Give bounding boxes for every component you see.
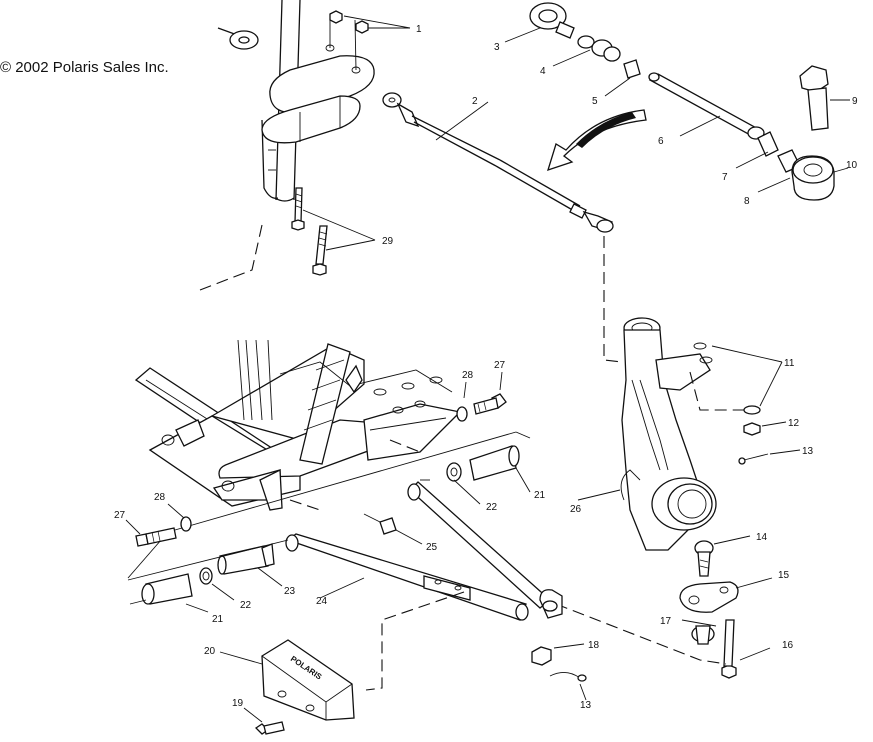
callout-27-right: 27 — [494, 360, 506, 371]
ball-joint-parts — [555, 535, 773, 679]
callout-8: 8 — [744, 196, 750, 207]
callout-10: 10 — [846, 160, 858, 171]
pivot-parts-left — [127, 539, 289, 605]
callout-3: 3 — [494, 42, 500, 53]
callout-2: 2 — [472, 96, 478, 107]
callout-labels: 1 2 3 4 5 6 7 8 9 10 11 12 13 13 14 15 1… — [114, 24, 858, 711]
callout-12: 12 — [788, 418, 800, 429]
callout-29: 29 — [382, 236, 394, 247]
callout-27-left: 27 — [114, 510, 126, 521]
spindle-assembly — [620, 317, 717, 551]
guide-line-tie-rod — [603, 236, 623, 363]
callout-7: 7 — [722, 172, 728, 183]
callout-14: 14 — [756, 532, 768, 543]
steering-post — [217, 0, 301, 202]
callout-19: 19 — [232, 698, 244, 709]
callout-21-left: 21 — [212, 614, 224, 625]
castle-nut-and-pin — [531, 643, 587, 701]
callout-22-right: 22 — [486, 502, 498, 513]
steering-bracket — [261, 14, 375, 144]
grease-fitting — [363, 513, 423, 545]
bolt-pair — [291, 187, 376, 276]
pivot-parts-right — [127, 431, 531, 579]
assembly-direction-arrow — [547, 109, 647, 172]
callout-26: 26 — [570, 504, 582, 515]
callout-23: 23 — [284, 586, 296, 597]
callout-28-right: 28 — [462, 370, 474, 381]
callout-5: 5 — [592, 96, 598, 107]
bolts-and-washers — [125, 371, 507, 547]
callout-13-lower: 13 — [580, 700, 592, 711]
callout-21-right: 21 — [534, 490, 546, 501]
tie-rod-end-parts — [529, 2, 835, 201]
leader-lines-lower — [185, 467, 621, 691]
spindle-hardware — [689, 345, 801, 465]
copyright-notice: © 2002 Polaris Sales Inc. — [0, 59, 169, 76]
a-arm — [285, 481, 563, 621]
callout-1: 1 — [416, 24, 422, 35]
callout-16: 16 — [782, 640, 794, 651]
callout-24: 24 — [316, 596, 328, 607]
callout-4: 4 — [540, 66, 546, 77]
callout-17: 17 — [660, 616, 672, 627]
callout-28-left: 28 — [154, 492, 166, 503]
callout-22-left: 22 — [240, 600, 252, 611]
tie-rod-assembly — [382, 92, 614, 233]
leader-lines-upper — [504, 27, 850, 193]
nut-set — [329, 10, 411, 34]
callout-18: 18 — [588, 640, 600, 651]
skid-plate — [219, 639, 355, 721]
frame-section — [134, 339, 462, 511]
callout-20: 20 — [204, 646, 216, 657]
callout-9: 9 — [852, 96, 858, 107]
guide-line-steering — [199, 224, 263, 291]
callout-25: 25 — [426, 542, 438, 553]
callout-6: 6 — [658, 136, 664, 147]
callout-11: 11 — [784, 358, 795, 369]
callout-13-upper: 13 — [802, 446, 814, 457]
skid-plate-bolt — [243, 707, 285, 735]
callout-15: 15 — [778, 570, 790, 581]
